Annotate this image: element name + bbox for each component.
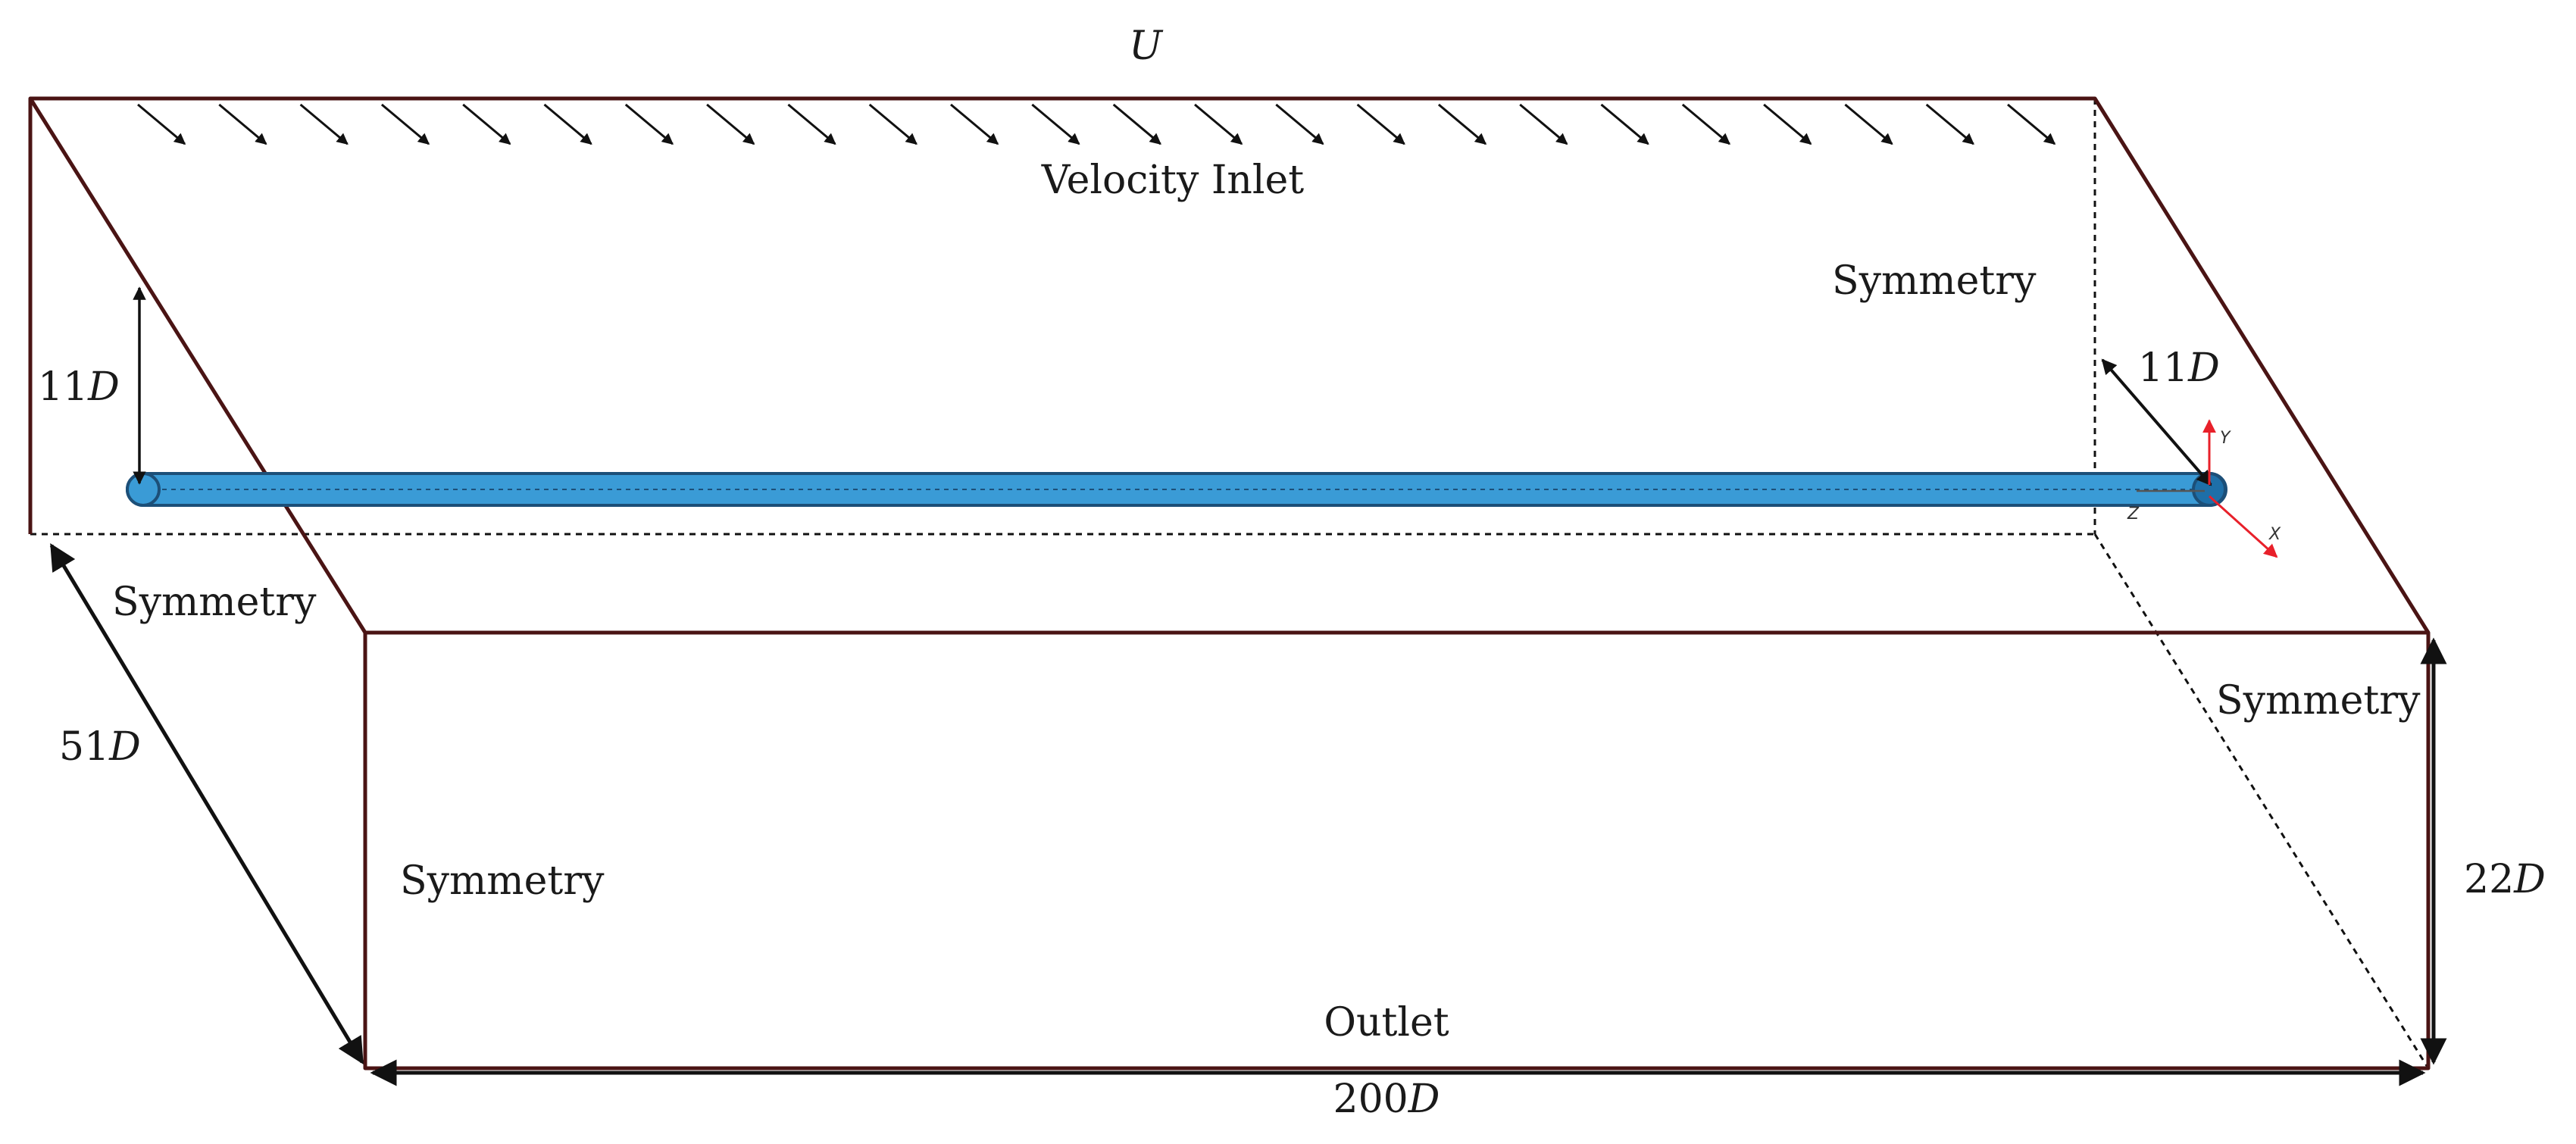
box-edges	[28, 96, 2431, 1071]
flow-velocity-label: U	[1129, 23, 1164, 69]
cylinder	[126, 472, 2227, 507]
box-edge-top-back	[28, 96, 2431, 634]
dimension-arrows	[49, 286, 2447, 1086]
inlet-flow-arrow	[706, 103, 755, 145]
inlet-flow-arrow	[1031, 103, 1080, 145]
axis-z-label: Z	[2127, 505, 2140, 524]
dim-arrow-depth-right	[2101, 358, 2212, 486]
outlet-label: Outlet	[1324, 1000, 1449, 1046]
axis-x-label: X	[2268, 525, 2281, 544]
labels: U Velocity Inlet Symmetry Symmetry Symme…	[38, 23, 2546, 1122]
inlet-flow-arrow	[1681, 103, 1730, 145]
inlet-flow-arrow	[950, 103, 999, 145]
inlet-flow-arrow	[1275, 103, 1324, 145]
inlet-flow-arrow	[868, 103, 918, 145]
hidden-edges	[30, 98, 2430, 1069]
coordinate-axes: Y X Z	[2127, 419, 2281, 558]
inlet-flow-arrow	[218, 103, 267, 145]
inlet-flow-arrow	[1600, 103, 1649, 145]
inlet-flow-arrow	[787, 103, 836, 145]
hidden-edge-bottom-right	[2093, 533, 2430, 1069]
dim-label-height: 22D	[2464, 857, 2546, 902]
velocity-inlet-label: Velocity Inlet	[1041, 158, 1304, 203]
axis-x-arrow	[2208, 495, 2278, 558]
symmetry-left-front-label: Symmetry	[400, 858, 605, 904]
inlet-flow-arrow	[137, 103, 186, 145]
inlet-arrows	[137, 103, 2056, 145]
symmetry-right-label: Symmetry	[2216, 678, 2421, 724]
box-front-face	[363, 630, 2431, 1071]
dim-label-depth-left: 11D	[38, 364, 120, 410]
inlet-flow-arrow	[1194, 103, 1243, 145]
axis-y-label: Y	[2220, 429, 2231, 448]
dim-label-span: 51D	[59, 724, 141, 770]
inlet-flow-arrow	[1356, 103, 1405, 145]
inlet-flow-arrow	[1437, 103, 1487, 145]
inlet-flow-arrow	[462, 103, 511, 145]
inlet-flow-arrow	[1763, 103, 1812, 145]
dim-label-depth-right: 11D	[2138, 345, 2220, 391]
dim-label-length: 200D	[1333, 1077, 1440, 1122]
cylinder-end-left	[126, 472, 161, 507]
inlet-flow-arrow	[1844, 103, 1893, 145]
dim-arrow-span	[49, 543, 364, 1064]
inlet-flow-arrow	[1519, 103, 1568, 145]
inlet-flow-arrow	[543, 103, 592, 145]
inlet-flow-arrow	[380, 103, 430, 145]
inlet-flow-arrow	[1925, 103, 1974, 145]
inlet-flow-arrow	[624, 103, 674, 145]
inlet-flow-arrow	[299, 103, 349, 145]
symmetry-left-top-label: Symmetry	[112, 580, 317, 625]
symmetry-back-label: Symmetry	[1832, 258, 2037, 304]
inlet-flow-arrow	[2007, 103, 2056, 145]
inlet-flow-arrow	[1112, 103, 1161, 145]
